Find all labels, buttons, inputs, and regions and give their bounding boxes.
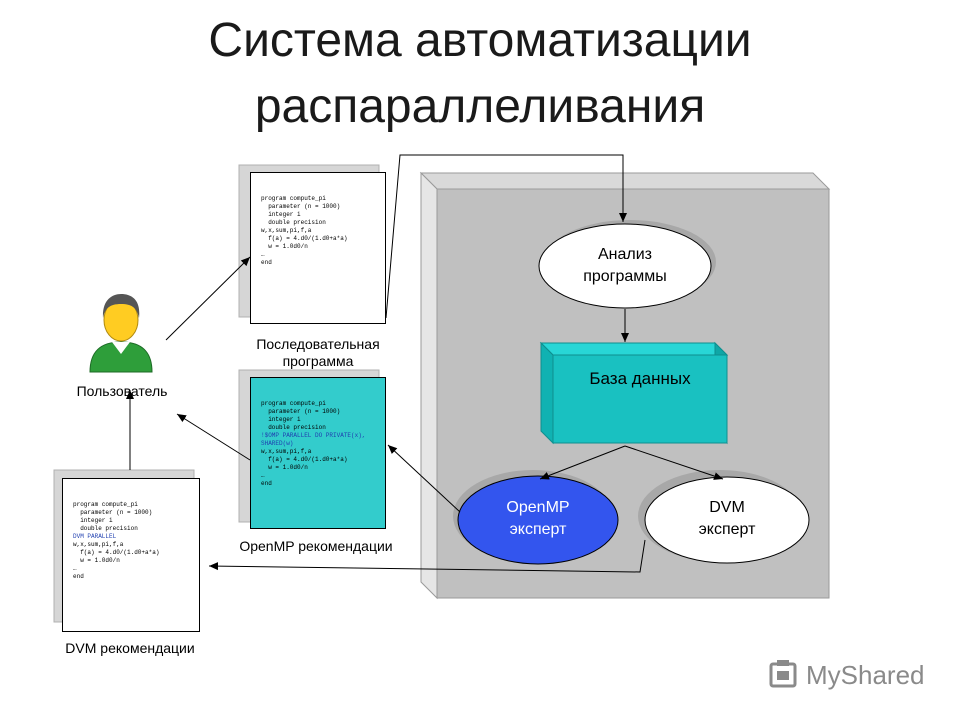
- sequential-code: program compute_pi parameter (n = 1000) …: [261, 195, 379, 267]
- dvm-expert-label: DVM эксперт: [677, 497, 777, 541]
- analysis-node[interactable]: [538, 223, 712, 309]
- sequential-program-label: Последовательная программа: [236, 336, 400, 370]
- myshared-logo-text: MyShared: [806, 660, 925, 690]
- openmp-recommendations-card[interactable]: program compute_pi parameter (n = 1000) …: [250, 377, 386, 529]
- analysis-label-line-2: программы: [583, 268, 667, 285]
- arrow-sequential-to-analysis: [385, 154, 627, 319]
- code-line: f(a) = 4.d0/(1.d0+a*a): [73, 549, 160, 556]
- dvm-code: program compute_pi parameter (n = 1000) …: [73, 501, 193, 581]
- code-line: w = 1.0d0/n: [261, 243, 308, 250]
- analysis-label-line-1: Анализ: [597, 246, 652, 263]
- code-line: w,x,sum,pi,f,a: [73, 541, 124, 548]
- sequential-program-card[interactable]: program compute_pi parameter (n = 1000) …: [250, 172, 386, 324]
- title-line-2: распараллеливания: [254, 80, 706, 133]
- analysis-node-label: Анализ программы: [560, 244, 690, 288]
- arrow-openmp-rec-to-user: [176, 413, 251, 461]
- code-line: parameter (n = 1000): [73, 509, 153, 516]
- code-line: w,x,sum,pi,f,a: [261, 227, 312, 234]
- code-line: program compute_pi: [261, 400, 326, 407]
- arrow-database-to-openmp: [539, 445, 626, 480]
- arrow-openmp-to-recommendations: [387, 444, 461, 513]
- code-line: w = 1.0d0/n: [261, 464, 308, 471]
- openmp-expert-line-2: эксперт: [509, 521, 567, 538]
- myshared-logo-icon: [769, 660, 797, 688]
- code-line: end: [261, 259, 272, 266]
- code-line: program compute_pi: [73, 501, 138, 508]
- code-line: …: [73, 565, 77, 572]
- code-line: parameter (n = 1000): [261, 203, 341, 210]
- page-title: Система автоматизации распараллеливания: [0, 8, 960, 140]
- code-line: DVM PARALLEL: [73, 533, 117, 540]
- code-line: program compute_pi: [261, 195, 326, 202]
- dvm-expert-node[interactable]: [644, 476, 810, 564]
- user-icon: [89, 294, 153, 373]
- code-line: end: [261, 480, 272, 487]
- code-line: f(a) = 4.d0/(1.d0+a*a): [261, 456, 348, 463]
- myshared-logo: MyShared: [766, 656, 936, 696]
- arrow-database-to-dvm: [624, 445, 724, 480]
- code-line: !$OMP PARALLEL DO PRIVATE(x),: [261, 432, 366, 439]
- sequential-label-line-2: программа: [282, 353, 354, 369]
- code-line: SHARED(w): [261, 440, 294, 447]
- openmp-expert-line-1: OpenMP: [506, 499, 570, 516]
- openmp-expert-label: OpenMP эксперт: [488, 497, 588, 541]
- dvm-recommendations-card[interactable]: program compute_pi parameter (n = 1000) …: [62, 478, 200, 632]
- openmp-code: program compute_pi parameter (n = 1000) …: [261, 400, 379, 488]
- code-line: …: [261, 251, 265, 258]
- database-node-label: База данных: [589, 369, 691, 388]
- code-line: integer i: [261, 416, 301, 423]
- arrow-user-to-sequential: [165, 256, 251, 341]
- code-line: end: [73, 573, 84, 580]
- sequential-label-line-1: Последовательная: [256, 336, 380, 352]
- code-line: f(a) = 4.d0/(1.d0+a*a): [261, 235, 348, 242]
- dvm-expert-line-1: DVM: [709, 499, 745, 516]
- arrows: [126, 154, 724, 573]
- code-line: …: [261, 472, 265, 479]
- openmp-expert-node[interactable]: [457, 475, 619, 565]
- dvm-expert-line-2: эксперт: [698, 521, 756, 538]
- dvm-recommendations-label: DVM рекомендации: [65, 640, 195, 656]
- code-line: integer i: [261, 211, 301, 218]
- code-line: double precision: [261, 219, 326, 226]
- code-line: w,x,sum,pi,f,a: [261, 448, 312, 455]
- database-node[interactable]: [539, 341, 729, 445]
- code-line: w = 1.0d0/n: [73, 557, 120, 564]
- code-line: parameter (n = 1000): [261, 408, 341, 415]
- title-line-1: Система автоматизации: [208, 14, 752, 67]
- code-line: double precision: [73, 525, 138, 532]
- user-label: Пользователь: [76, 383, 168, 399]
- code-line: integer i: [73, 517, 113, 524]
- arrow-dvm-to-recommendations: [208, 539, 646, 573]
- openmp-recommendations-label: OpenMP рекомендации: [239, 538, 393, 554]
- code-line: double precision: [261, 424, 326, 431]
